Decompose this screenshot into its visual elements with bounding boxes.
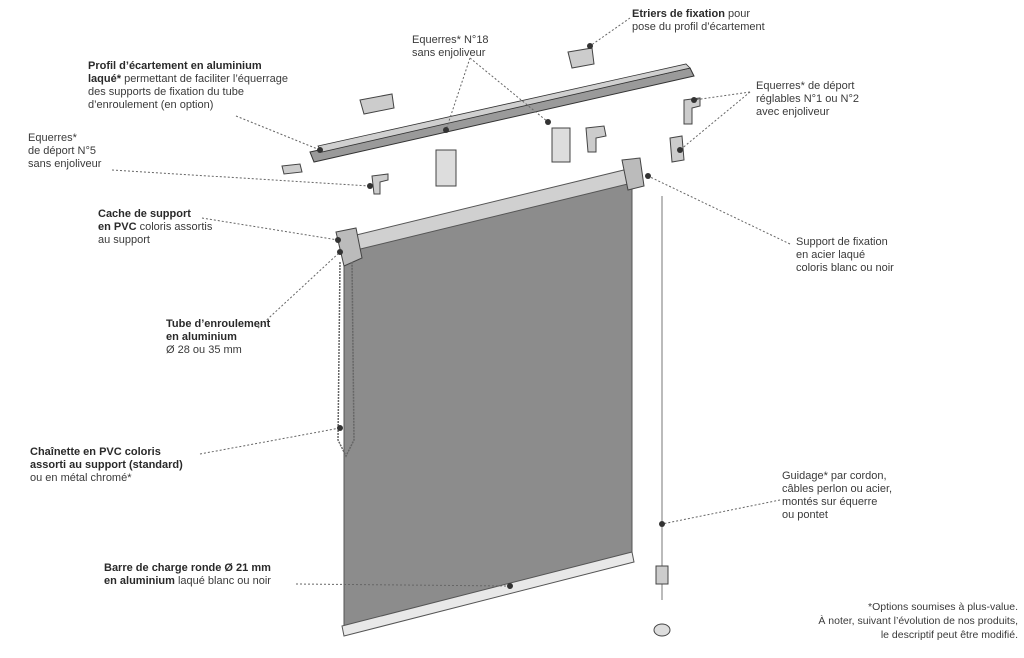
chain	[337, 261, 355, 458]
label-chainette-l3: ou en métal chromé*	[30, 472, 132, 484]
label-profil-t2: permettant de faciliter l’équerrage	[121, 73, 288, 85]
footnote-l3: le descriptif peut être modifié.	[880, 629, 1018, 641]
label-equerres-5-l2: de déport N°5	[28, 145, 96, 157]
label-guidage-l2: câbles perlon ou acier,	[782, 483, 893, 495]
label-etriers-text1: pour	[724, 8, 750, 20]
label-tube-b1: Tube d’enroulement	[166, 318, 271, 330]
label-profil-b1: Profil d’écartement en aluminium	[88, 60, 262, 72]
label-guidage-l4: ou pontet	[782, 509, 828, 521]
bracket-deport-2	[669, 135, 685, 163]
label-barre-b1: Barre de charge ronde Ø 21 mm	[104, 562, 271, 574]
label-chainette-b2: assorti au support (standard)	[30, 459, 183, 471]
label-cache-l3: au support	[98, 234, 150, 246]
label-cache-t2: coloris assortis	[136, 221, 213, 233]
bracket-18-right	[551, 127, 571, 163]
label-equerres-deport: Equerres* de déport réglables N°1 ou N°2…	[756, 80, 859, 119]
label-equerres-18: Equerres* N°18 sans enjoliveur	[412, 34, 489, 60]
label-equerres-5: Equerres* de déport N°5 sans enjoliveur	[28, 132, 101, 171]
label-chainette: Chaînette en PVC coloris assorti au supp…	[30, 446, 183, 485]
label-support-l3: coloris blanc ou noir	[796, 262, 894, 274]
label-guidage-l1: Guidage* par cordon,	[782, 470, 887, 482]
label-barre-b2: en aluminium	[104, 575, 175, 587]
profile-rail	[309, 67, 695, 163]
footnote-l2: À noter, suivant l’évolution de nos prod…	[818, 615, 1018, 627]
label-support-l1: Support de fixation	[796, 236, 888, 248]
right-bracket	[621, 157, 645, 191]
label-equerres-deport-l3: avec enjoliveur	[756, 106, 830, 118]
label-support: Support de fixation en acier laqué color…	[796, 236, 894, 275]
label-equerres-deport-l2: réglables N°1 ou N°2	[756, 93, 859, 105]
label-tube-b2: en aluminium	[166, 331, 237, 343]
blind-fabric	[343, 179, 633, 631]
label-barre-t2: laqué blanc ou noir	[174, 575, 271, 587]
bracket-end-left	[281, 163, 303, 175]
label-equerres-5-l3: sans enjoliveur	[28, 158, 102, 170]
bracket-18-left	[435, 149, 457, 187]
footnote-l1: *Options soumises à plus-value.	[868, 601, 1018, 613]
label-etriers-text2: pose du profil d’écartement	[632, 21, 765, 33]
label-guidage-l3: montés sur équerre	[782, 496, 878, 508]
label-chainette-b1: Chaînette en PVC coloris	[30, 446, 161, 458]
footnote: *Options soumises à plus-value. À noter,…	[818, 600, 1018, 642]
label-profil-b2: laqué*	[88, 73, 122, 85]
label-barre: Barre de charge ronde Ø 21 mm en alumini…	[104, 562, 271, 588]
bracket-middle	[585, 125, 607, 153]
label-equerres-18-l1: Equerres* N°18	[412, 34, 489, 46]
label-support-l2: en acier laqué	[796, 249, 866, 261]
bracket-deport-1	[683, 97, 701, 125]
leader-dots	[317, 43, 697, 589]
label-guidage: Guidage* par cordon, câbles perlon ou ac…	[782, 470, 892, 522]
cord-weight	[653, 623, 671, 637]
label-tube-l3: Ø 28 ou 35 mm	[166, 344, 242, 356]
bottom-bar	[341, 551, 635, 637]
label-cache: Cache de support en PVC coloris assortis…	[98, 208, 212, 247]
stirrup-bracket	[567, 47, 595, 69]
label-etriers-title: Etriers de fixation	[632, 8, 725, 20]
label-etriers: Etriers de fixation pour pose du profil …	[632, 8, 765, 34]
label-equerres-5-l1: Equerres*	[28, 132, 77, 144]
bracket-top-left	[359, 93, 395, 115]
cord-bracket	[655, 565, 669, 585]
label-cache-b1: Cache de support	[98, 208, 191, 220]
label-profil-l3: des supports de fixation du tube	[88, 86, 244, 98]
label-equerres-18-l2: sans enjoliveur	[412, 47, 486, 59]
label-profil-l4: d’enroulement (en option)	[88, 99, 214, 111]
label-tube: Tube d’enroulement en aluminium Ø 28 ou …	[166, 318, 270, 357]
bracket-5	[371, 173, 389, 195]
leader-lines	[111, 17, 791, 587]
label-cache-b2: en PVC	[98, 221, 137, 233]
label-profil: Profil d’écartement en aluminium laqué* …	[88, 60, 288, 112]
label-equerres-deport-l1: Equerres* de déport	[756, 80, 855, 92]
